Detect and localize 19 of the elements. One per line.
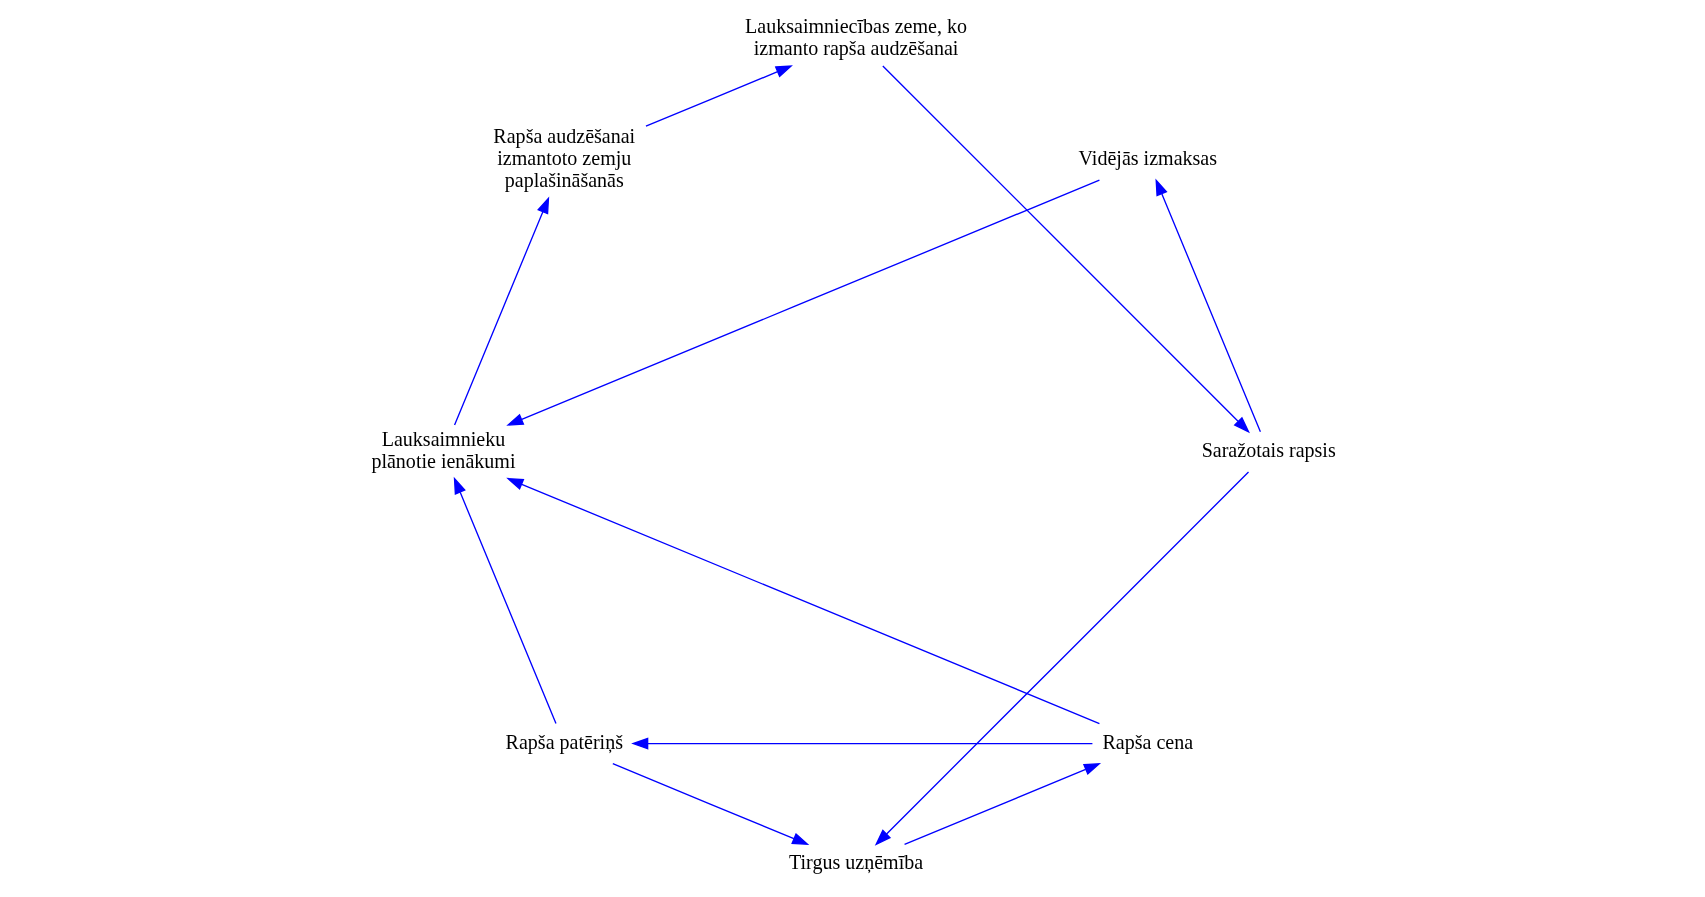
node-text: Saražotais rapsis (1201, 438, 1336, 461)
node-text: Rapša patēriņš (505, 730, 623, 753)
node-text: Vidējās izmaksas (1078, 146, 1217, 169)
node-text: Rapša audzēšanai izmantoto zemju paplašināšanās (492, 124, 635, 192)
arrow (611, 763, 809, 846)
arrow (903, 763, 1101, 846)
node-text: Rapša cena (1102, 730, 1193, 753)
arrow (453, 196, 549, 426)
arrow (644, 65, 793, 127)
arrow (881, 65, 1250, 434)
node-text: Lauksaimniecības zeme, ko izmanto rapša audzēšanai (744, 14, 967, 60)
arrow (874, 471, 1249, 846)
arrow (453, 476, 557, 725)
arrow (505, 179, 1100, 426)
node-text: Tirgus uzņēmība (788, 851, 923, 874)
arrow (630, 737, 1093, 750)
arrow (505, 477, 1100, 725)
node-text: Lauksaimnieku plānotie ienākumi (370, 427, 515, 472)
arrow (1154, 178, 1261, 433)
